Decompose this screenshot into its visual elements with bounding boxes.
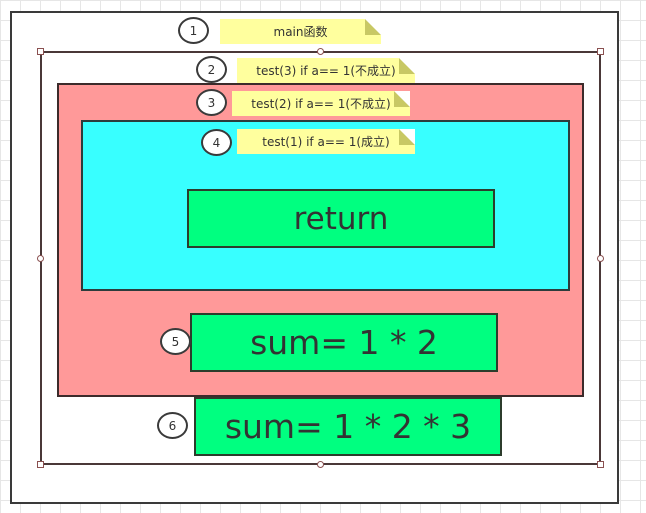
resize-handle-top-left[interactable] — [37, 48, 44, 55]
return-statement-box[interactable]: return — [187, 189, 495, 248]
step-number: 5 — [171, 334, 180, 349]
note-main-function[interactable]: main函数 — [220, 19, 381, 44]
resize-handle-right[interactable] — [597, 255, 604, 262]
sum-level2-label: sum= 1 * 2 — [250, 323, 438, 362]
note-fold-corner — [394, 91, 410, 107]
step-number: 4 — [212, 135, 221, 150]
return-statement-label: return — [293, 200, 389, 237]
resize-handle-bottom-right[interactable] — [597, 461, 604, 468]
note-fold-corner — [399, 58, 415, 74]
note-test3-condition[interactable]: test(3) if a== 1(不成立) — [237, 58, 415, 83]
sum-level3-box[interactable]: sum= 1 * 2 * 3 — [194, 397, 502, 456]
note-test1-condition-label: test(1) if a== 1(成立) — [262, 135, 390, 149]
note-test2-condition-label: test(2) if a== 1(不成立) — [251, 97, 391, 111]
note-test2-condition[interactable]: test(2) if a== 1(不成立) — [232, 91, 410, 116]
note-test3-condition-label: test(3) if a== 1(不成立) — [256, 64, 396, 78]
step-number: 6 — [168, 418, 177, 433]
resize-handle-top[interactable] — [317, 48, 324, 55]
step-number: 1 — [189, 23, 198, 38]
step-marker-5[interactable]: 5 — [160, 328, 191, 355]
note-main-function-label: main函数 — [273, 25, 328, 39]
resize-handle-top-right[interactable] — [597, 48, 604, 55]
sum-level2-box[interactable]: sum= 1 * 2 — [190, 313, 498, 372]
step-number: 3 — [207, 95, 216, 110]
resize-handle-bottom-left[interactable] — [37, 461, 44, 468]
step-marker-1[interactable]: 1 — [178, 17, 209, 44]
note-test1-condition[interactable]: test(1) if a== 1(成立) — [237, 129, 415, 154]
step-marker-3[interactable]: 3 — [196, 89, 227, 116]
note-fold-corner — [399, 129, 415, 145]
step-marker-4[interactable]: 4 — [201, 129, 232, 156]
step-marker-2[interactable]: 2 — [196, 56, 227, 83]
note-fold-corner — [365, 19, 381, 35]
step-marker-6[interactable]: 6 — [157, 412, 188, 439]
resize-handle-left[interactable] — [37, 255, 44, 262]
resize-handle-bottom[interactable] — [317, 461, 324, 468]
sum-level3-label: sum= 1 * 2 * 3 — [224, 407, 472, 446]
step-number: 2 — [207, 62, 216, 77]
